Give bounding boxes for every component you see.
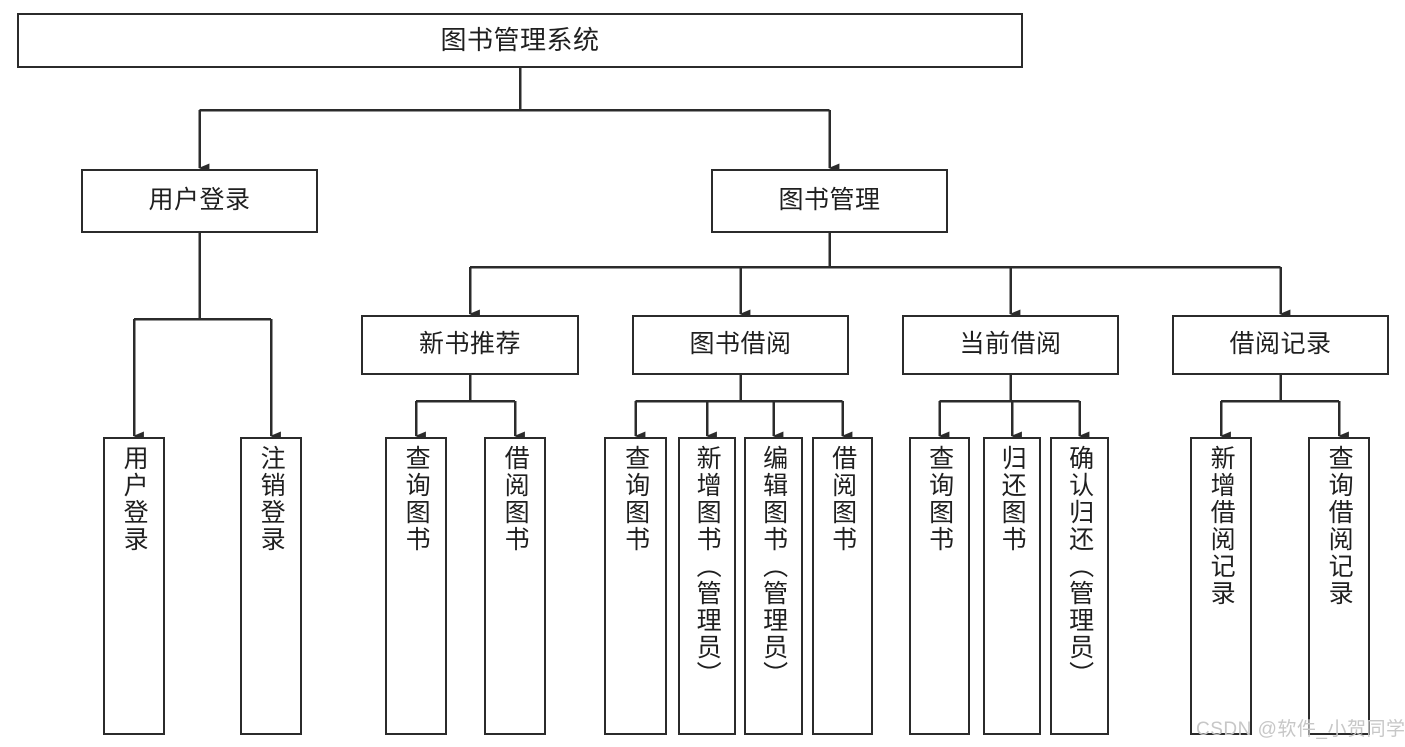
node-label: 用户登录 [148,186,251,215]
node-label: 图书管理系统 [440,25,600,56]
node-leaf-user-login[interactable]: 用户登录 [103,437,165,735]
node-label: 图书借阅 [689,330,792,359]
node-label: 查询借阅记录 [1325,445,1354,607]
node-label: 借阅记录 [1229,330,1332,359]
node-label: 确认归还（管理员） [1065,445,1094,688]
node-label: 借阅图书 [501,445,530,553]
node-label: 查询图书 [402,445,431,553]
node-leaf-edit-book[interactable]: 编辑图书（管理员） [744,437,803,735]
node-label: 当前借阅 [959,330,1062,359]
node-label: 归还图书 [998,445,1027,553]
node-label: 查询图书 [925,445,954,553]
node-leaf-borrow-book-1[interactable]: 借阅图书 [484,437,546,735]
node-leaf-add-book[interactable]: 新增图书（管理员） [678,437,736,735]
node-label: 查询图书 [621,445,650,553]
node-new-book-rec[interactable]: 新书推荐 [361,315,579,375]
node-leaf-add-record[interactable]: 新增借阅记录 [1190,437,1252,735]
node-leaf-query-book-2[interactable]: 查询图书 [604,437,667,735]
node-label: 新增借阅记录 [1207,445,1236,607]
node-book-mgmt[interactable]: 图书管理 [711,169,948,233]
node-label: 编辑图书（管理员） [759,445,788,688]
node-label: 用户登录 [120,445,149,553]
node-label: 注销登录 [257,445,286,553]
node-label: 新书推荐 [418,330,521,359]
node-label: 图书管理 [778,186,881,215]
node-leaf-logout[interactable]: 注销登录 [240,437,302,735]
node-leaf-confirm-return[interactable]: 确认归还（管理员） [1050,437,1109,735]
node-leaf-query-record[interactable]: 查询借阅记录 [1308,437,1370,735]
watermark-label: CSDN @软件_小贺同学 [1196,719,1405,740]
node-leaf-borrow-book-2[interactable]: 借阅图书 [812,437,873,735]
node-book-borrow[interactable]: 图书借阅 [632,315,849,375]
node-label: 借阅图书 [828,445,857,553]
node-leaf-query-book-1[interactable]: 查询图书 [385,437,447,735]
node-leaf-return-book[interactable]: 归还图书 [983,437,1041,735]
node-leaf-query-book-3[interactable]: 查询图书 [909,437,970,735]
node-current-borrow[interactable]: 当前借阅 [902,315,1119,375]
node-label: 新增图书（管理员） [693,445,722,688]
node-user-login[interactable]: 用户登录 [81,169,318,233]
node-borrow-record[interactable]: 借阅记录 [1172,315,1389,375]
node-root[interactable]: 图书管理系统 [17,13,1023,68]
